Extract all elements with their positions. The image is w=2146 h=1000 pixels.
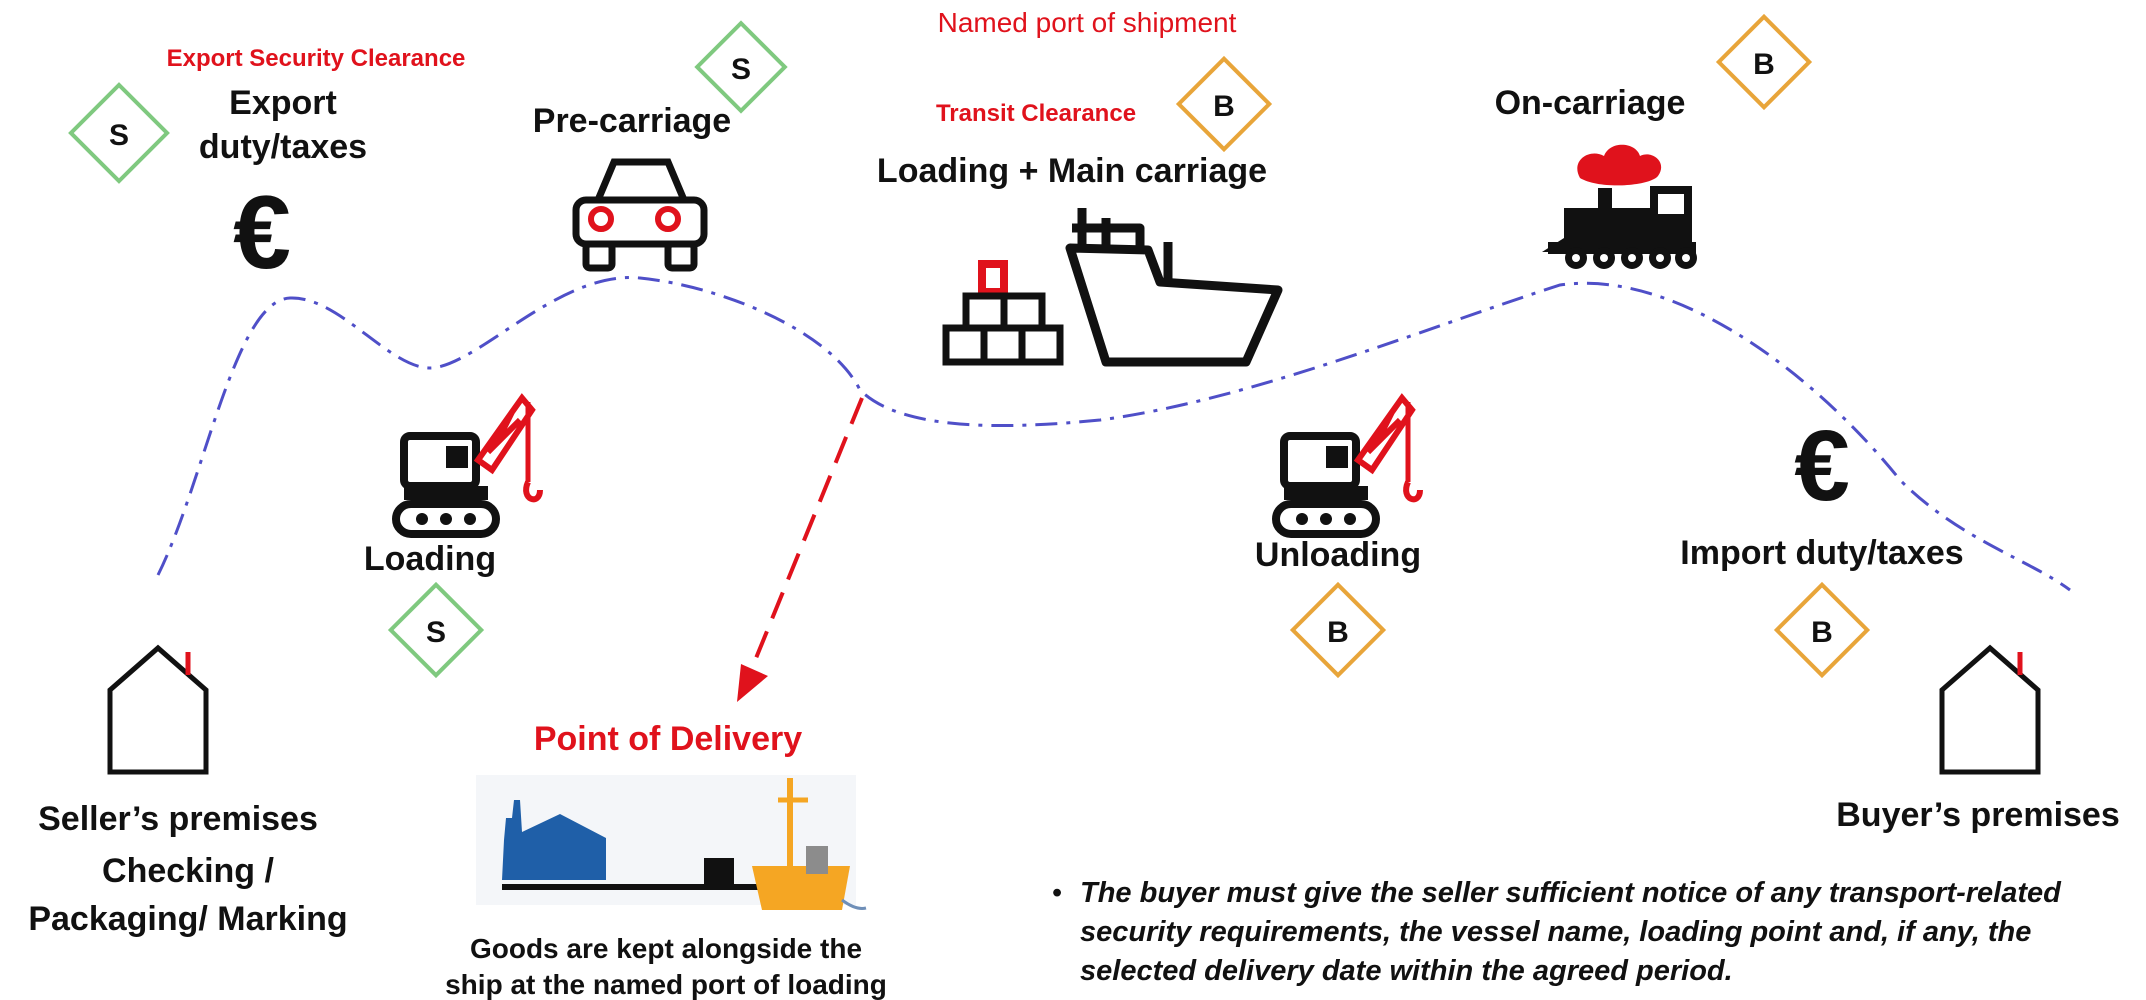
- buyer-notice-text: The buyer must give the seller sufficien…: [1080, 877, 2061, 987]
- export-duty-line1: Export: [229, 84, 337, 122]
- crane-icon: [1272, 393, 1423, 538]
- badge-letter: B: [1753, 48, 1775, 81]
- buyer-house-icon: [1939, 644, 2041, 775]
- on-carriage-label: On-carriage: [1495, 84, 1686, 122]
- car-icon: [572, 158, 708, 272]
- goods-line1: Goods are kept alongside the: [470, 933, 862, 964]
- badge-on-carriage: B: [1715, 13, 1813, 111]
- badge-letter: B: [1213, 90, 1235, 123]
- seller-house-icon: [107, 644, 209, 775]
- badge-letter: S: [426, 616, 446, 649]
- export-duty-line2: duty/taxes: [199, 128, 367, 166]
- badge-loading: S: [387, 581, 485, 679]
- loading-main-carriage-label: Loading + Main carriage: [877, 152, 1267, 190]
- goods-line2: ship at the named port of loading: [445, 969, 887, 1000]
- badge-unloading: B: [1289, 581, 1387, 679]
- export-security-label: Export Security Clearance: [167, 45, 466, 72]
- badge-letter: S: [109, 119, 129, 152]
- checking-line2: Packaging/ Marking: [28, 900, 347, 938]
- buyer-premises-label: Buyer’s premises: [1836, 796, 2120, 834]
- unloading-label: Unloading: [1255, 536, 1421, 574]
- train-icon: [1542, 144, 1697, 269]
- port-scene-icon: [476, 775, 867, 910]
- port-label: Named port of shipment: [938, 7, 1237, 38]
- delivery-arrow-line: [750, 397, 864, 669]
- badge-export-duty: S: [68, 82, 170, 184]
- route-curve: [156, 276, 2071, 592]
- seller-premises-label: Seller’s premises: [38, 800, 318, 838]
- point-of-delivery-label: Point of Delivery: [534, 720, 802, 758]
- delivery-arrow-head: [737, 664, 768, 702]
- pre-carriage-label: Pre-carriage: [533, 102, 731, 140]
- badge-main-carriage: B: [1175, 55, 1273, 153]
- badge-pre-carriage: S: [694, 20, 788, 114]
- buyer-notice-note: • The buyer must give the seller suffici…: [1052, 874, 2110, 991]
- import-duty-label: Import duty/taxes: [1680, 534, 1963, 572]
- badge-letter: S: [731, 53, 751, 86]
- bullet: •: [1052, 877, 1063, 909]
- badge-letter: B: [1327, 616, 1349, 649]
- cargo-boxes-icon: [942, 260, 1064, 366]
- badge-letter: B: [1811, 616, 1833, 649]
- badge-import-duty: B: [1773, 581, 1871, 679]
- loading-label: Loading: [364, 540, 496, 578]
- ship-icon: [1065, 208, 1283, 367]
- crane-icon: [392, 393, 543, 538]
- checking-line1: Checking /: [102, 852, 274, 890]
- euro-icon: €: [1794, 410, 1850, 522]
- transit-clearance-label: Transit Clearance: [936, 100, 1136, 127]
- euro-icon: €: [233, 175, 291, 291]
